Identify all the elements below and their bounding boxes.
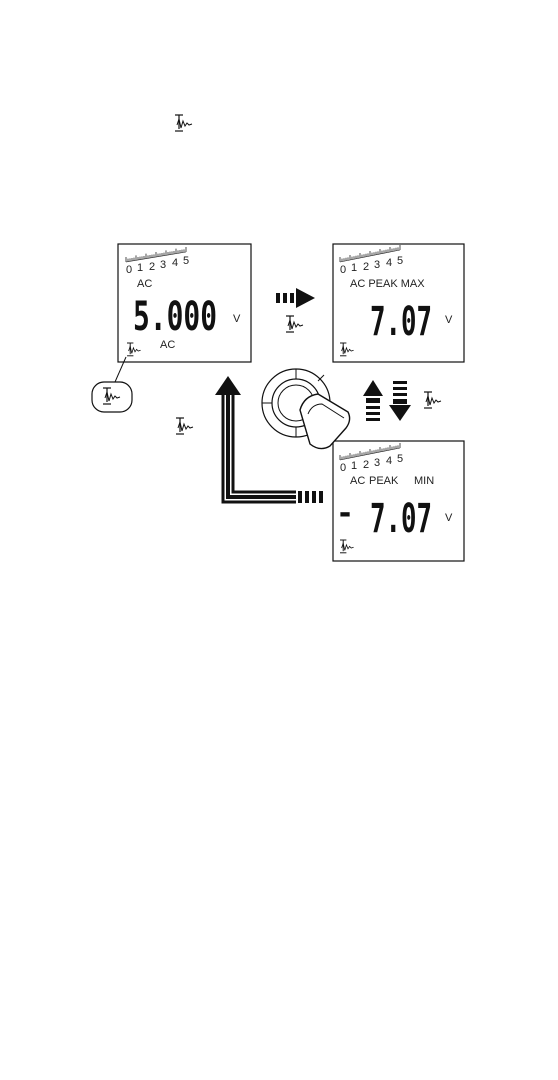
scale-label-5: 5: [183, 255, 189, 267]
scale-label-2: 2: [363, 459, 369, 471]
scale-label-4: 4: [172, 257, 178, 269]
scale-label-1: 1: [137, 262, 143, 274]
sign-indicator: -: [336, 496, 354, 531]
display-ac: 0 1 2 3 4 5 AC 5.000 V AC: [118, 244, 251, 362]
scale-label-3: 3: [374, 259, 380, 271]
scale-label-0: 0: [340, 462, 346, 474]
scale-label-4: 4: [386, 257, 392, 269]
scale-label-1: 1: [351, 262, 357, 274]
peak-key-callout: [92, 357, 132, 412]
main-reading: 7.07: [370, 496, 432, 542]
scale-label-3: 3: [160, 259, 166, 271]
scale-label-1: 1: [351, 460, 357, 472]
arrow-down: [389, 381, 411, 421]
arrow-right: [276, 288, 315, 308]
scale-label-5: 5: [397, 255, 403, 267]
mode-label-peak: PEAK: [369, 475, 399, 487]
arrow-up: [363, 380, 383, 421]
unit-label: V: [445, 512, 453, 524]
scale-label-3: 3: [374, 457, 380, 469]
scale-label-4: 4: [386, 455, 392, 467]
display-peak-min: 0 1 2 3 4 5 AC PEAK MIN - 7.07 V: [333, 441, 464, 561]
scale-label-0: 0: [126, 264, 132, 276]
mode-label-ac: AC: [350, 475, 365, 487]
main-reading: 5.000: [133, 294, 217, 340]
scale-label-2: 2: [149, 261, 155, 273]
scale-label-5: 5: [397, 453, 403, 465]
display-peak-max: 0 1 2 3 4 5 AC PEAK MAX 7.07 V: [333, 244, 464, 362]
mode-label-ac: AC: [137, 278, 152, 290]
mode-label-min: MIN: [414, 475, 434, 487]
peak-key-icon: [286, 316, 303, 332]
unit-label: V: [233, 313, 241, 325]
peak-key-icon: [176, 418, 193, 434]
main-reading: 7.07: [370, 299, 432, 345]
peak-key-icon: [424, 392, 441, 408]
mode-label-ac-bottom: AC: [160, 339, 175, 351]
unit-label: V: [445, 314, 453, 326]
scale-label-2: 2: [363, 261, 369, 273]
finger-press-icon: [300, 394, 350, 449]
mode-label: AC PEAK MAX: [350, 278, 425, 290]
scale-label-0: 0: [340, 264, 346, 276]
peak-hold-icon: [175, 115, 192, 131]
